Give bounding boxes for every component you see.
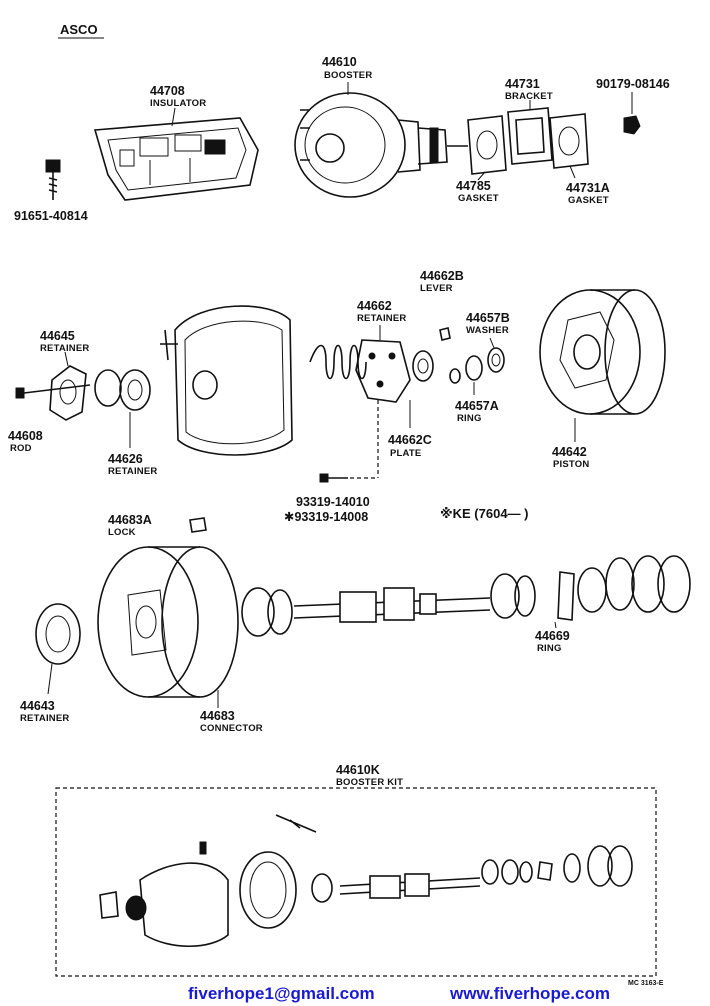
gasket-44731a-drawing <box>549 113 589 169</box>
part-name-44626: RETAINER <box>108 466 157 477</box>
leader-44785 <box>477 171 486 181</box>
part-number-44708: 44708 <box>150 84 185 98</box>
part-name-44662: RETAINER <box>357 313 406 324</box>
part-name-44708: INSULATOR <box>150 98 206 109</box>
shaft-assembly-drawing <box>241 555 691 637</box>
part-name-44683: CONNECTOR <box>200 723 263 734</box>
part-number-93319-a: 93319-14010 <box>296 495 370 509</box>
part-number-44610k: 44610K <box>336 763 380 777</box>
bolt-91651-drawing <box>45 159 61 200</box>
part-number-44657a: 44657A <box>455 399 499 413</box>
part-name-44610: BOOSTER <box>324 70 372 81</box>
retainer-44645-drawing <box>49 365 87 421</box>
ring-44657a-drawing <box>449 355 483 384</box>
variant-label: ※KE (7604— ) <box>440 506 529 521</box>
part-name-44662b: LEVER <box>420 283 453 294</box>
part-number-44669: 44669 <box>535 629 570 643</box>
footer-website-link[interactable]: www.fiverhope.com <box>449 984 610 1003</box>
part-number-44785: 44785 <box>456 179 491 193</box>
part-number-44662: 44662 <box>357 299 392 313</box>
part-name-44657b: WASHER <box>466 325 509 336</box>
part-name-44785: GASKET <box>458 193 499 204</box>
part-name-44643: RETAINER <box>20 713 69 724</box>
lever-44662b-drawing <box>439 327 451 341</box>
rear-shell-drawing <box>97 546 239 698</box>
retainer-44626-drawing <box>94 369 151 411</box>
part-number-44731a: 44731A <box>566 181 610 195</box>
part-number-93319-b: ✱93319-14008 <box>284 510 368 524</box>
piston-44642-drawing <box>539 289 666 415</box>
retainer-44662-drawing <box>355 339 411 403</box>
booster-kit-box <box>55 787 657 977</box>
part-name-44608: ROD <box>10 443 32 454</box>
leader-44657b <box>489 337 495 349</box>
part-name-44645: RETAINER <box>40 343 89 354</box>
leader-44643 <box>47 663 53 695</box>
part-number-44731: 44731 <box>505 77 540 91</box>
booster-drawing <box>294 92 468 198</box>
nut-90179-drawing <box>623 115 641 135</box>
part-name-44731a: GASKET <box>568 195 609 206</box>
booster-kit-parts-drawing <box>99 814 633 948</box>
part-number-44662b: 44662B <box>420 269 464 283</box>
part-number-44643: 44643 <box>20 699 55 713</box>
part-name-44731: BRACKET <box>505 91 553 102</box>
insulator-drawing <box>93 117 259 201</box>
part-name-44662c: PLATE <box>390 448 421 459</box>
booster-housing-drawing <box>160 305 293 456</box>
part-number-91651: 91651-40814 <box>14 209 88 223</box>
retainer-44643-drawing <box>35 603 81 665</box>
part-number-44642: 44642 <box>552 445 587 459</box>
part-name-44642: PISTON <box>553 459 589 470</box>
leader-44669 <box>554 621 557 629</box>
lock-44683a-drawing <box>189 517 207 533</box>
part-number-90179: 90179-08146 <box>596 77 670 91</box>
part-name-44683a: LOCK <box>108 527 136 538</box>
part-name-44657a: RING <box>457 413 482 424</box>
leader-44708 <box>171 107 176 127</box>
part-name-44669: RING <box>537 643 562 654</box>
part-number-44662c: 44662C <box>388 433 432 447</box>
part-name-44610k: BOOSTER KIT <box>336 777 403 788</box>
bracket-44731-drawing <box>507 107 553 165</box>
rod-drawing <box>15 384 91 399</box>
gasket-44785-drawing <box>467 115 507 175</box>
screw-93319-drawing <box>319 473 348 483</box>
leader-44645 <box>64 351 69 367</box>
part-number-44610: 44610 <box>322 55 357 69</box>
washer-44657b-drawing <box>487 347 505 373</box>
leader-44731a <box>569 165 576 179</box>
part-number-44645: 44645 <box>40 329 75 343</box>
part-number-44683: 44683 <box>200 709 235 723</box>
part-number-44683a: 44683A <box>108 513 152 527</box>
part-number-44608: 44608 <box>8 429 43 443</box>
header-label: ASCO <box>60 22 98 37</box>
part-number-44626: 44626 <box>108 452 143 466</box>
plate-44662c-drawing <box>412 350 434 382</box>
figure-code: MC 3163-E <box>628 980 664 987</box>
part-number-44657b: 44657B <box>466 311 510 325</box>
footer-email-link[interactable]: fiverhope1@gmail.com <box>188 984 375 1003</box>
